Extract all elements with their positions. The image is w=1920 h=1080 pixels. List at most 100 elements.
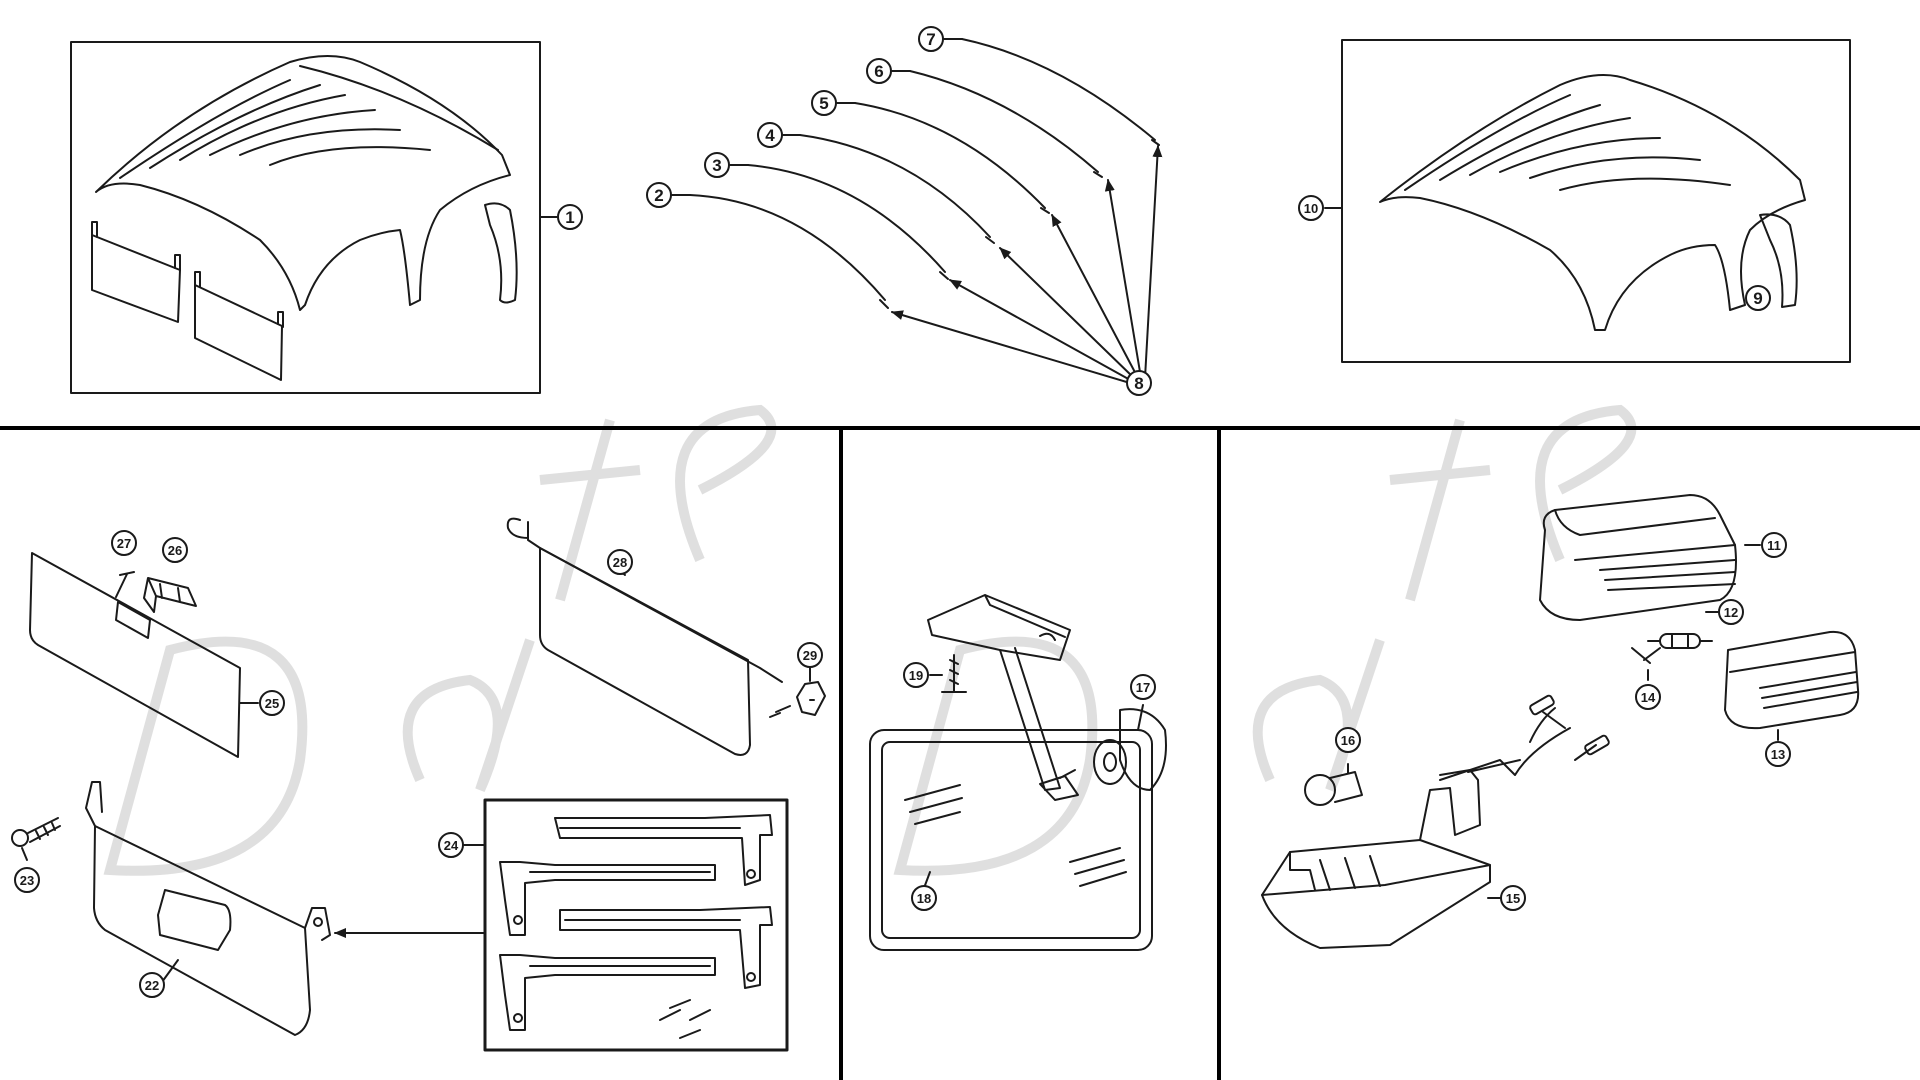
sun-visor-with-mirror [85,781,331,1036]
visor-clip-26 [143,577,197,613]
callout-18: 18 [911,885,937,911]
callout-number: 17 [1136,680,1150,695]
headliner-box-frame [70,41,541,394]
callout-number: 3 [712,156,721,175]
callout-number: 2 [654,186,663,205]
callout-number: 11 [1767,538,1781,553]
sun-visor-with-rod [506,517,783,756]
callout-circle [1765,741,1791,767]
callout-circle [1130,674,1156,700]
callout-number: 9 [1753,289,1762,308]
bulb-16 [1304,771,1363,806]
mirror-pad-17 [1093,708,1167,791]
callout-circle [1298,195,1324,221]
callout-number: 5 [819,94,828,113]
callout-circle [918,26,944,52]
bulb-12 [1647,633,1713,649]
callout-number: 6 [874,62,883,81]
roof-bow-2 [689,194,886,301]
callout-number: 10 [1304,201,1318,216]
callout-12: 12 [1718,599,1744,625]
callout-28: 28 [607,549,633,575]
callout-circle [911,885,937,911]
callout-3: 3 [704,152,730,178]
callout-number: 29 [803,648,817,663]
headliner-with-visors [95,55,518,311]
callout-15: 15 [1500,885,1526,911]
callout-27: 27 [111,530,137,556]
callout-29: 29 [797,642,823,668]
callout-circle [903,662,929,688]
callout-circle [1635,684,1661,710]
callout-number: 23 [20,873,34,888]
callout-13: 13 [1765,741,1791,767]
callout-number: 27 [117,536,131,551]
callout-5: 5 [811,90,837,116]
callout-circle [1126,370,1152,396]
rear-view-mirror [869,647,1153,951]
callout-circle [111,530,137,556]
callout-number: 12 [1724,605,1738,620]
roof-bow-6 [909,70,1099,173]
callout-number: 13 [1771,747,1785,762]
callout-number: 26 [168,543,182,558]
callout-circle [1718,599,1744,625]
callout-number: 22 [145,978,159,993]
sun-visor-left-small [91,221,181,323]
callout-9: 9 [1745,285,1771,311]
leader-22 [161,959,179,983]
callout-17: 17 [1130,674,1156,700]
callout-number: 14 [1641,690,1656,705]
callout-number: 25 [265,696,279,711]
lamp-lens-13 [1724,630,1860,730]
leader-17 [1137,704,1144,731]
screw-14 [1631,647,1661,664]
sun-visor-right-small [194,271,284,381]
lamp-housing-15 [1261,694,1610,949]
roof-bow-5 [854,102,1046,209]
callout-16: 16 [1335,727,1361,753]
mirror-mount-base [927,594,1071,661]
callout-circle [757,122,783,148]
callout-number: 16 [1341,733,1355,748]
callout-number: 24 [444,838,459,853]
callout-circle [557,204,583,230]
hardware-kit-24 [499,814,773,1039]
callout-circle [704,152,730,178]
callout-number: 15 [1506,891,1520,906]
callout-circle [438,832,464,858]
roof-bow-4 [799,134,991,238]
callout-2: 2 [646,182,672,208]
roof-bows [689,38,1160,309]
callout-10: 10 [1298,195,1324,221]
callout-labels: 1234567891011121314151617181922232425262… [14,26,1791,998]
roof-bow-7 [961,38,1156,141]
callout-1: 1 [557,204,583,230]
callout-number: 7 [926,30,935,49]
arrows-to-bows [891,145,1163,384]
callout-circle [259,690,285,716]
callout-number: 4 [765,126,775,145]
callout-circle [1745,285,1771,311]
sun-visor-flat [29,552,241,758]
visor-bracket-29 [769,681,826,718]
callout-4: 4 [757,122,783,148]
headliner-box-frame-2 [1341,39,1851,363]
callout-circle [866,58,892,84]
screw-23 [11,817,61,847]
callout-14: 14 [1635,684,1661,710]
callout-circle [607,549,633,575]
callout-number: 28 [613,555,627,570]
leader-23 [21,847,28,861]
callout-circle [1500,885,1526,911]
headliner [1379,74,1806,331]
callout-circle [1335,727,1361,753]
callout-25: 25 [259,690,285,716]
callout-circle [139,972,165,998]
lamp-lens-11 [1539,494,1737,621]
callout-8: 8 [1126,370,1152,396]
callout-number: 18 [917,891,931,906]
callout-number: 1 [565,208,574,227]
callout-24: 24 [438,832,464,858]
